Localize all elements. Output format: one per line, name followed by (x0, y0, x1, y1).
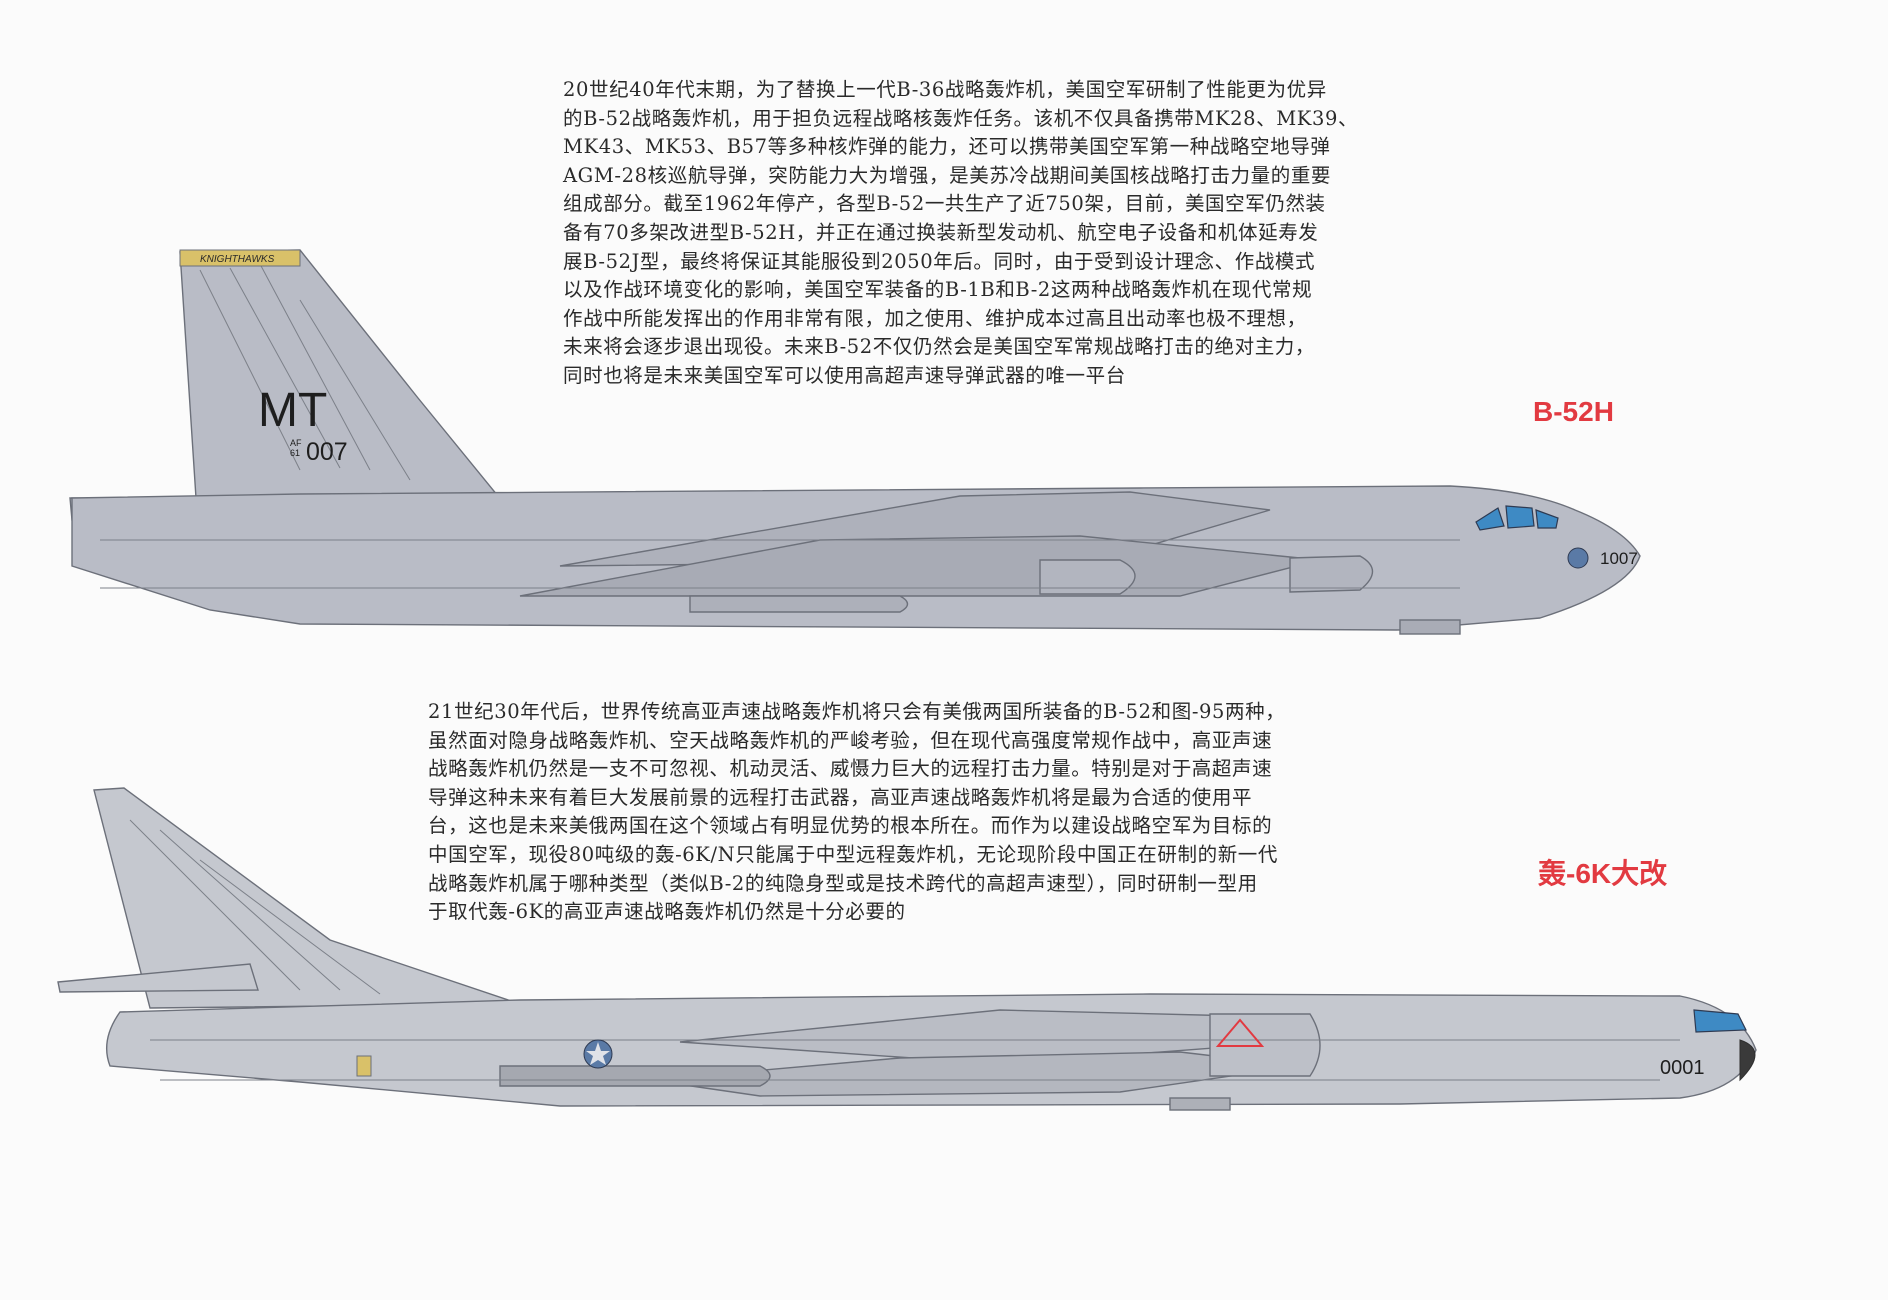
b52h-external-pylon (689, 595, 909, 613)
b52h-label: B-52H (1533, 396, 1614, 427)
b52h-line-2: 的B-52战略轰炸机，用于担负远程战略核轰炸任务。该机不仅具备携带MK28、MK… (563, 106, 1359, 130)
b52h-line-10: 未来将会逐步退出现役。未来B-52不仅仍然会是美国空军常规战略打击的绝对主力， (563, 335, 1315, 359)
b52h-tail-band-text: KNIGHTHAWKS (200, 254, 275, 265)
h6k-insignia-star-icon (583, 1039, 613, 1069)
h6k-nose-number: 0001 (1660, 1057, 1705, 1079)
b52h-engine-pod-2 (1289, 555, 1374, 593)
b52h-cockpit-window-1 (1475, 507, 1505, 531)
b52h-serial-prefix-bottom: 61 (290, 448, 300, 458)
h6k-color-stripe (356, 1055, 372, 1077)
b52h-engine-pod-1 (1039, 559, 1136, 595)
h6k-missile (499, 1065, 771, 1087)
b52h-line-5: 组成部分。截至1962年停产，各型B-52一共生产了近750架，目前，美国空军仍… (563, 192, 1326, 216)
b52h-serial: 007 (306, 438, 348, 466)
b52h-illustration: KNIGHTHAWKS MT AF 61 007 1007 (69, 249, 1641, 635)
b52h-tail-code: MT (258, 384, 327, 437)
b52h-line-1: 20世纪40年代末期，为了替换上一代B-36战略轰炸机，美国空军研制了性能更为优… (563, 78, 1327, 101)
h6k-horizontal-stabilizer (57, 963, 259, 993)
h6k-engine-nacelle (1209, 1013, 1321, 1077)
h6k-line-6: 中国空军，现役80吨级的轰-6K/N只能属于中型远程轰炸机，无论现阶段中国正在研… (428, 842, 1279, 866)
b52h-line-8: 以及作战环境变化的影响，美国空军装备的B-1B和B-2这两种战略轰炸机在现代常规 (563, 278, 1313, 302)
h6k-line-5: 台，这也是未来美俄两国在这个领域占有明显优势的根本所在。而作为以建设战略空军为目… (428, 814, 1273, 838)
h6k-description: 21世纪30年代后，世界传统高亚声速战略轰炸机将只会有美俄两国所装备的B-52和… (428, 698, 1285, 927)
h6k-cockpit-window (1693, 1009, 1747, 1033)
b52h-line-9: 作战中所能发挥出的作用非常有限，加之使用、维护成本过高且出动率也极不理想， (563, 306, 1307, 330)
h6k-line-7: 战略轰炸机属于哪种类型（类似B-2的纯隐身型或是技术跨代的高超声速型），同时研制… (428, 871, 1258, 895)
b52h-description: 20世纪40年代末期，为了替换上一代B-36战略轰炸机，美国空军研制了性能更为优… (563, 76, 1358, 391)
b52h-main-gear (1399, 619, 1461, 635)
b52h-line-6: 备有70多架改进型B-52H，并正在通过换装新型发动机、航空电子设备和机体延寿发 (563, 220, 1319, 244)
h6k-intake-warning-triangle (1215, 1018, 1265, 1047)
h6k-line-1: 21世纪30年代后，世界传统高亚声速战略轰炸机将只会有美俄两国所装备的B-52和… (428, 700, 1286, 723)
h6k-line-2: 虽然面对隐身战略轰炸机、空天战略轰炸机的严峻考验，但在现代高强度常规作战中，高亚… (428, 728, 1273, 752)
b52h-roundel (1567, 547, 1589, 569)
h6k-label: 轰-6K大改 (1538, 858, 1668, 889)
h6k-line-4: 导弹这种未来有着巨大发展前景的远程打击武器，高亚声速战略轰炸机将是最为合适的使用… (428, 785, 1253, 809)
b52h-line-11: 同时也将是未来美国空军可以使用高超声速导弹武器的唯一平台 (563, 363, 1126, 387)
b52h-tail-band (179, 249, 301, 267)
b52h-line-3: MK43、MK53、B57等多种核炸弹的能力，还可以携带美国空军第一种战略空地导… (563, 135, 1331, 159)
b52h-nose-number: 1007 (1600, 549, 1638, 568)
h6k-vertical-tail (93, 787, 521, 1009)
b52h-serial-prefix-top: AF (290, 438, 302, 448)
h6k-line-3: 战略轰炸机仍然是一支不可忽视、机动灵活、威慑力巨大的远程打击力量。特别是对于高超… (428, 757, 1273, 781)
b52h-line-4: AGM-28核巡航导弹，突防能力大为增强，是美苏冷战期间美国核战略打击力量的重要 (563, 163, 1332, 187)
b52h-cockpit-window-3 (1535, 509, 1559, 529)
h6k-main-gear (1169, 1097, 1231, 1111)
b52h-line-7: 展B-52J型，最终将保证其能服役到2050年后。同时，由于受到设计理念、作战模… (563, 249, 1316, 273)
h6k-nose-cone (1739, 1039, 1756, 1082)
h6k-line-8: 于取代轰-6K的高亚声速战略轰炸机仍然是十分必要的 (428, 900, 906, 924)
b52h-cockpit-window-2 (1505, 505, 1535, 529)
